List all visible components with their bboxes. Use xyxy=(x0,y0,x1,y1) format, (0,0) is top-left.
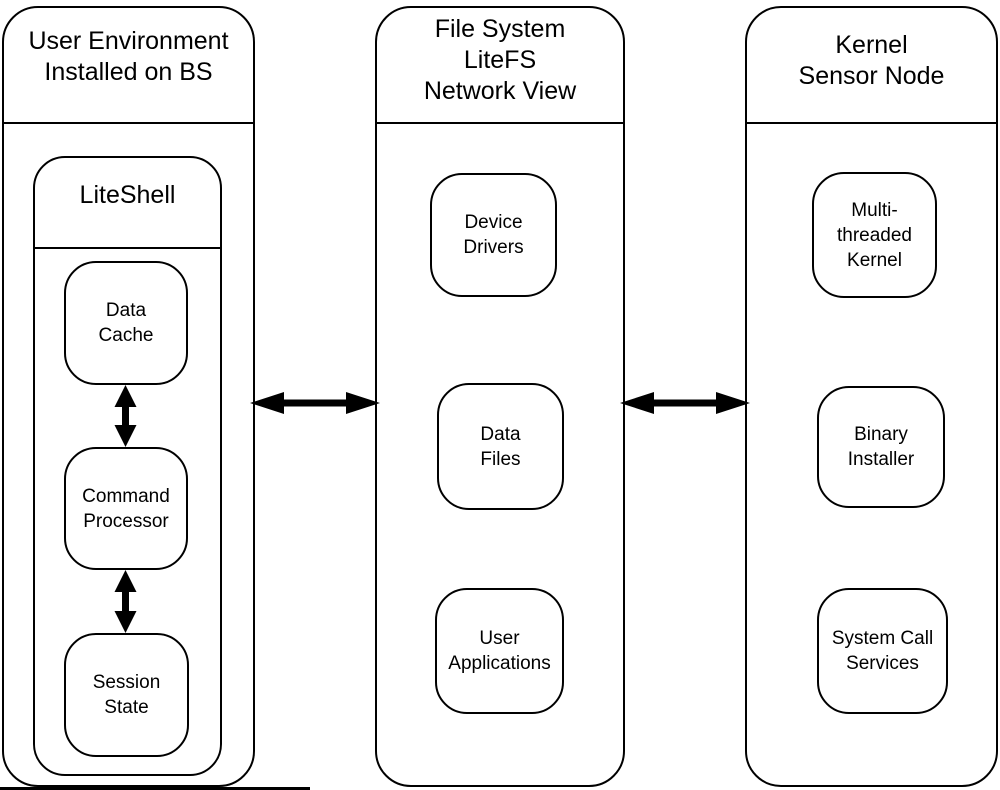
node-data-files: Data Files xyxy=(437,383,564,510)
arrow-data-cache-command-processor xyxy=(112,385,139,447)
node-user-applications: User Applications xyxy=(435,588,564,714)
node-data-cache: Data Cache xyxy=(64,261,188,385)
node-binary-installer: Binary Installer xyxy=(817,386,945,508)
container-file-system-divider xyxy=(376,122,624,124)
node-device-drivers: Device Drivers xyxy=(430,173,557,297)
container-liteshell-divider xyxy=(34,247,221,249)
container-file-system-title: File System LiteFS Network View xyxy=(423,15,577,105)
node-session-state: Session State xyxy=(64,633,189,757)
double-headed-vertical-arrow-icon xyxy=(114,385,137,447)
container-kernel-divider xyxy=(746,122,997,124)
bottom-edge-artifact-line xyxy=(0,787,310,790)
container-liteshell-title: LiteShell xyxy=(79,181,176,209)
double-headed-horizontal-arrow-icon xyxy=(250,392,380,414)
arrow-file-system-kernel xyxy=(620,383,750,423)
container-user-environment-title: User Environment Installed on BS xyxy=(28,27,229,86)
arrow-user-environment-file-system xyxy=(250,383,380,423)
node-command-processor: Command Processor xyxy=(64,447,188,570)
container-kernel xyxy=(745,6,998,787)
double-headed-horizontal-arrow-icon xyxy=(620,392,750,414)
arrow-command-processor-session-state xyxy=(112,570,139,633)
node-multi-threaded-kernel: Multi- threaded Kernel xyxy=(812,172,937,298)
container-liteshell xyxy=(33,156,222,776)
container-user-environment xyxy=(2,6,255,787)
container-file-system xyxy=(375,6,625,787)
double-headed-vertical-arrow-icon xyxy=(114,570,137,633)
node-system-call-services: System Call Services xyxy=(817,588,948,714)
container-kernel-title: Kernel Sensor Node xyxy=(798,31,945,90)
container-user-environment-divider xyxy=(3,122,254,124)
